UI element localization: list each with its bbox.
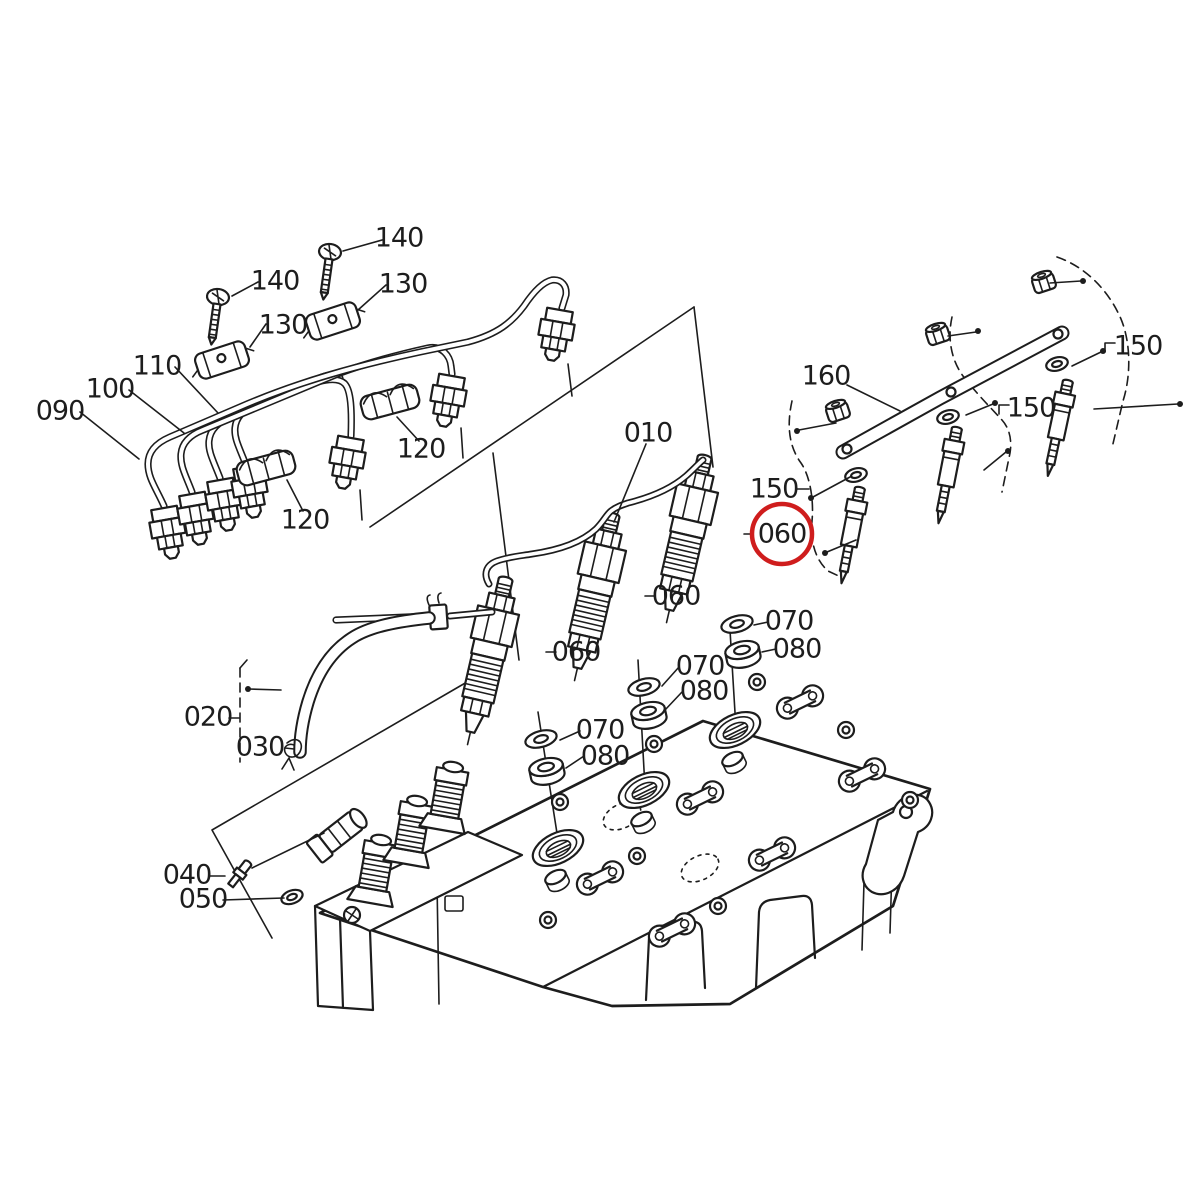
callout-140-right: 140 [375,223,424,254]
callout-150-left: 150 [750,474,799,505]
glow-plug [927,424,969,527]
cylinder-head [318,672,934,1008]
glow-plug-assembly [822,267,1080,587]
callout-120-mid: 120 [397,434,446,465]
seal-080 [526,754,568,789]
pipe-nut [533,305,578,365]
glow-plug-nut [922,319,953,348]
fuel-hose [281,611,436,771]
callout-130-left: 130 [259,310,308,341]
glow-plug [830,484,872,587]
callout-160: 160 [802,361,851,392]
callout-030: 030 [236,732,285,763]
callout-110: 110 [133,351,182,382]
callout-060-mid: 060 [652,581,701,612]
callout-labels: 140 130 110 100 090 140 130 120 120 010 … [36,223,1164,915]
glow-plug-washer [934,406,962,428]
clamp-bolt-140 [199,286,232,348]
callout-120-left: 120 [281,505,330,536]
callout-060-circled: 060 [758,519,807,550]
injection-pipes [144,241,578,563]
clamp-plate-130 [185,336,259,384]
callout-070-mid: 070 [676,651,725,682]
seal-080 [722,637,764,672]
pipe-clamp-120 [357,379,423,423]
callout-070-right: 070 [765,606,814,637]
hose-clamp-030 [281,738,303,771]
callout-070-left: 070 [576,715,625,746]
clamp-bolt-140 [311,241,344,303]
washer-070 [718,611,756,637]
callout-040: 040 [163,860,212,891]
callout-050: 050 [179,884,228,915]
callout-080-mid: 080 [680,676,729,707]
clamp-plate-130 [296,297,370,345]
joint-bolt-040 [227,859,253,889]
callout-010: 010 [624,418,673,449]
highlight-circle [749,501,815,567]
pipe-nut [425,371,470,431]
delivery-valve-holder [418,756,478,836]
callout-130-right: 130 [379,269,428,300]
callout-100: 100 [86,374,135,405]
injection-pump [305,756,524,1012]
overflow-pipe [332,456,707,631]
glow-plug-nut [1028,267,1059,296]
callout-080-right: 080 [773,634,822,665]
glow-plug-dashed-boundaries [788,256,1130,579]
fuel-injector [445,571,528,751]
callout-080-left: 080 [581,741,630,772]
glow-plug-washer [842,464,870,486]
seal-080 [628,698,670,733]
callout-150-right: 150 [1114,331,1163,362]
pipe-nut [324,433,369,493]
washer-070 [522,726,560,752]
callout-140-left: 140 [251,266,300,297]
washer-050 [278,886,306,908]
washer-070 [625,674,663,700]
pump-inlet-fitting [305,807,368,864]
callout-060-left: 060 [552,637,601,668]
glow-plug-nut [822,396,853,425]
glow-plug-washer [1043,353,1071,375]
callout-020: 020 [184,702,233,733]
callout-150-mid: 150 [1007,393,1056,424]
callout-090: 090 [36,396,85,427]
